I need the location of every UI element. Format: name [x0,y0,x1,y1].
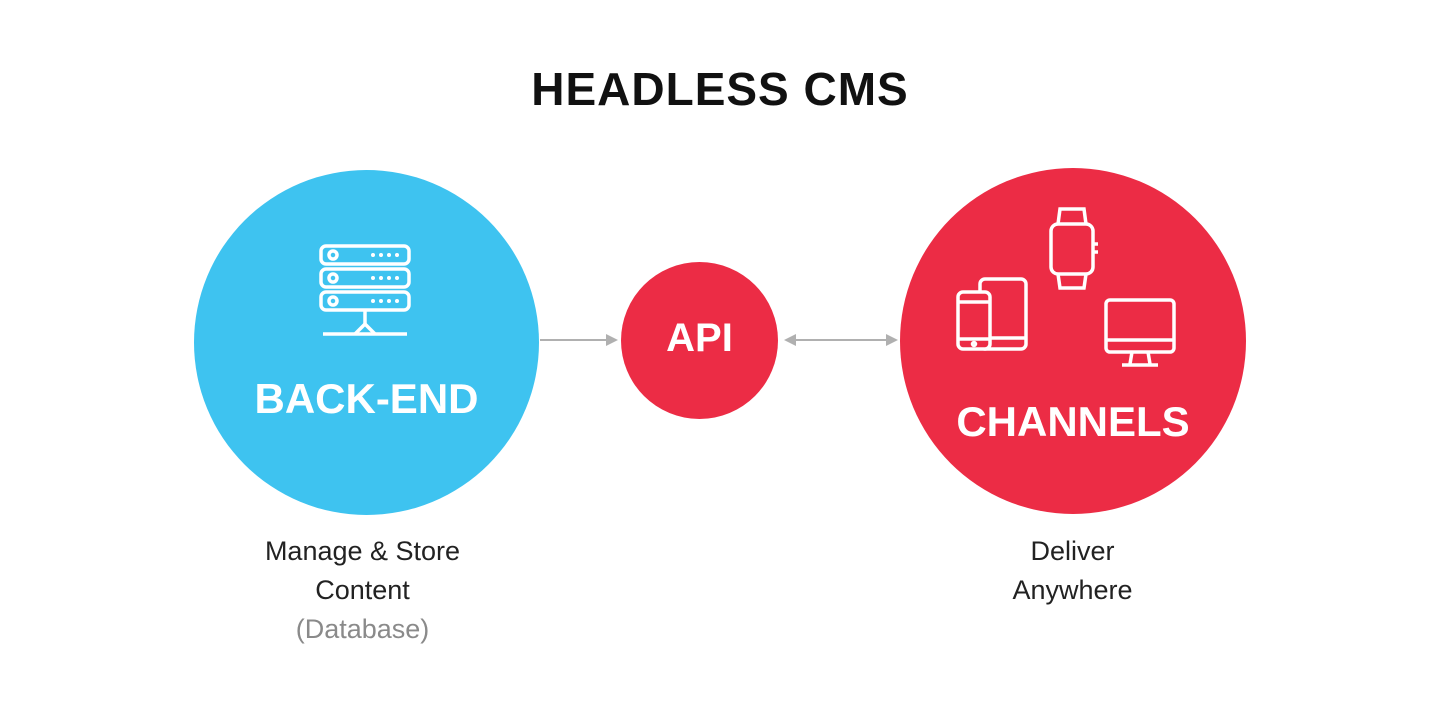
channels-caption-line1: Deliver [1030,536,1115,566]
arrow-api-channels [784,334,898,346]
backend-caption: Manage & Store Content (Database) [210,532,515,649]
api-node: API [621,262,778,419]
monitor-icon [1104,298,1176,367]
channels-caption-line2: Anywhere [1012,575,1133,605]
diagram-title: HEADLESS CMS [531,63,909,115]
channels-label: CHANNELS [956,398,1190,445]
backend-caption-line1: Manage & Store [264,536,461,566]
server-icon [319,244,411,336]
backend-node: BACK-END [194,170,539,515]
channels-node: CHANNELS [900,168,1246,514]
backend-caption-line2: Content [315,575,410,605]
smartwatch-icon [1049,207,1098,290]
arrow-backend-to-api [540,334,618,346]
backend-caption-line3: (Database) [295,614,430,644]
backend-label: BACK-END [254,375,479,422]
api-label: API [666,316,733,360]
channels-caption: Deliver Anywhere [920,532,1225,610]
tablet-phone-icon [956,277,1028,351]
